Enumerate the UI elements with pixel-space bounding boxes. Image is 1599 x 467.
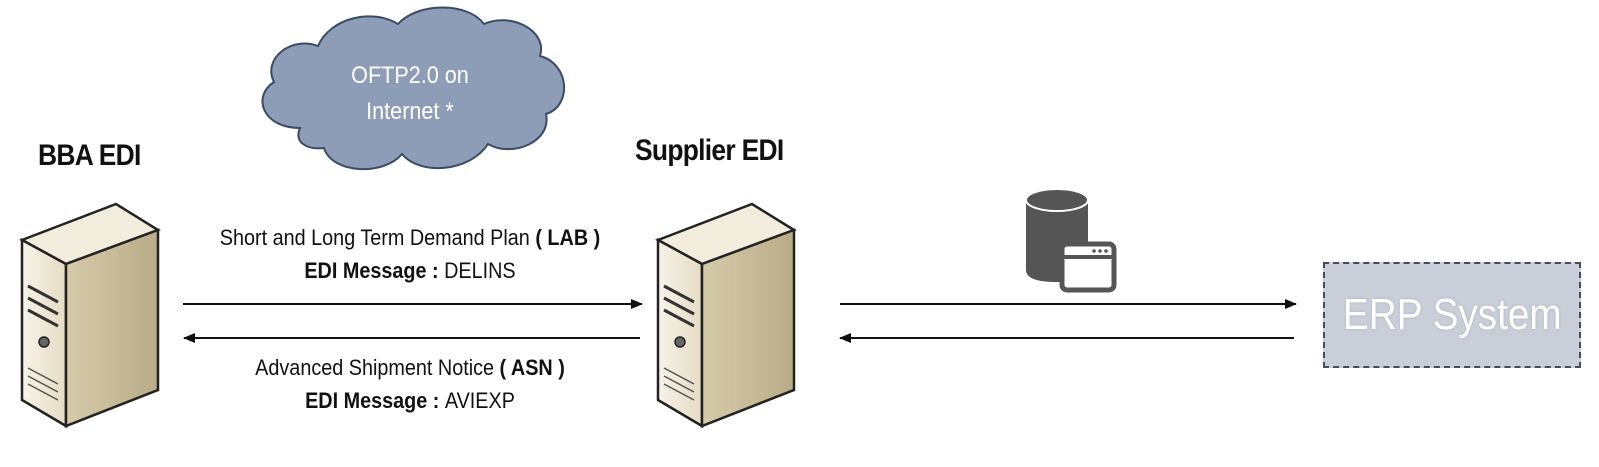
- asn-message: Advanced Shipment Notice ( ASN ) EDI Mes…: [203, 351, 617, 417]
- bba-edi-title: BBA EDI: [38, 139, 141, 172]
- supplier-edi-title: Supplier EDI: [635, 134, 784, 167]
- erp-system-label: ERP System: [1342, 290, 1562, 339]
- demand-plan-title: Short and Long Term Demand Plan: [219, 225, 536, 250]
- demand-plan-code: ( LAB ): [535, 225, 601, 250]
- cloud-label-line1: OFTP2.0 on: [351, 62, 469, 89]
- bba-server-icon: [19, 202, 161, 429]
- asn-code: ( ASN ): [499, 355, 565, 380]
- demand-plan-message: Short and Long Term Demand Plan ( LAB ) …: [203, 221, 617, 287]
- cloud-label: OFTP2.0 on Internet *: [329, 58, 491, 130]
- erp-system-box: ERP System: [1323, 262, 1581, 368]
- asn-edi-label: EDI Message :: [305, 388, 445, 413]
- supplier-server-icon: [655, 202, 797, 429]
- cloud-shape: [261, 6, 566, 171]
- asn-title: Advanced Shipment Notice: [255, 355, 500, 380]
- cloud-label-line2: Internet *: [366, 98, 454, 125]
- database-window-icon: [1025, 188, 1117, 293]
- demand-plan-edi-label: EDI Message :: [304, 258, 445, 283]
- demand-plan-edi-value: DELINS: [444, 258, 516, 283]
- asn-edi-value: AVIEXP: [444, 388, 515, 413]
